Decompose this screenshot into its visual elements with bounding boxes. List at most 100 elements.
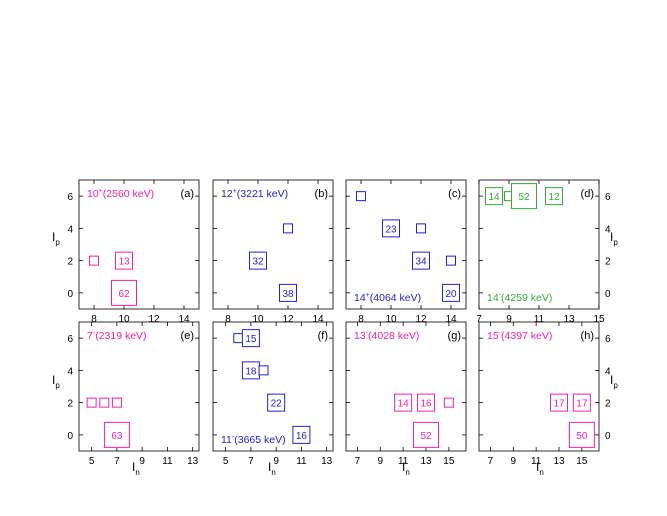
y-axis-title-left-top: Ip bbox=[52, 230, 60, 247]
state-label: 7-(2319 keV) bbox=[87, 330, 147, 342]
panel-label: (f) bbox=[318, 330, 328, 342]
data-point-label: 52 bbox=[518, 192, 530, 203]
data-point-box bbox=[417, 393, 435, 412]
x-tick-label: 10 bbox=[118, 314, 130, 325]
x-tick-label: 10 bbox=[252, 314, 264, 325]
y-tick-label: 2 bbox=[67, 399, 73, 410]
data-point-box bbox=[412, 251, 430, 270]
state-label: 13-(4028 keV) bbox=[354, 330, 419, 342]
state-label: 11-(3665 keV) bbox=[221, 434, 286, 446]
data-point-label: 17 bbox=[576, 399, 588, 410]
plot-frame bbox=[345, 179, 467, 310]
data-point-box bbox=[86, 397, 97, 408]
x-tick-label: 7 bbox=[248, 456, 254, 467]
x-tick-label: 9 bbox=[273, 456, 279, 467]
y-tick-label-right: 6 bbox=[605, 334, 611, 345]
x-tick-label: 11 bbox=[534, 314, 545, 325]
y-tick-label-right: 0 bbox=[605, 431, 611, 442]
x-tick-label: 14 bbox=[445, 314, 457, 325]
data-point-label: 14 bbox=[398, 399, 410, 410]
plot-frame bbox=[78, 321, 200, 452]
data-point-box bbox=[267, 393, 286, 412]
x-tick-label: 14 bbox=[312, 314, 324, 325]
data-point-label: 22 bbox=[271, 399, 283, 410]
plot-frame bbox=[478, 321, 600, 452]
state-label: 14-(4259 keV) bbox=[487, 292, 552, 304]
y-tick-label-right: 4 bbox=[605, 366, 611, 377]
x-tick-label: 15 bbox=[576, 456, 588, 467]
data-point-box bbox=[568, 421, 595, 448]
data-point-label: 34 bbox=[415, 257, 427, 268]
x-tick-label: 7 bbox=[488, 456, 494, 467]
data-point-label: 12 bbox=[548, 192, 560, 203]
y-tick-label: 6 bbox=[67, 334, 73, 345]
svg-text:Ip: Ip bbox=[52, 373, 60, 390]
svg-text:Ip: Ip bbox=[610, 230, 618, 247]
x-axis-title-4: In bbox=[536, 460, 544, 477]
x-tick-label: 12 bbox=[282, 314, 294, 325]
data-point-label: 16 bbox=[296, 431, 308, 442]
data-point-box bbox=[572, 393, 591, 412]
data-point-box bbox=[279, 283, 297, 302]
x-tick-label: 9 bbox=[378, 456, 384, 467]
x-tick-label: 8 bbox=[225, 314, 231, 325]
data-point-box bbox=[283, 223, 293, 234]
y-tick-label-right: 4 bbox=[605, 224, 611, 235]
data-point-box bbox=[356, 191, 366, 202]
data-point-label: 52 bbox=[420, 431, 432, 442]
plot-frame bbox=[212, 321, 334, 452]
data-point-box bbox=[89, 255, 99, 266]
y-tick-label: 0 bbox=[67, 431, 73, 442]
y-axis-title-right-bottom: Ip bbox=[610, 373, 618, 390]
state-label: 12+(3221 keV) bbox=[221, 188, 288, 200]
x-tick-label: 5 bbox=[223, 456, 229, 467]
plot-frame bbox=[345, 321, 467, 452]
y-tick-label-right: 2 bbox=[605, 399, 611, 410]
data-point-label: 13 bbox=[118, 257, 130, 268]
data-point-label: 14 bbox=[488, 192, 500, 203]
x-axis-title-3: In bbox=[402, 460, 410, 477]
svg-text:In: In bbox=[268, 460, 276, 477]
x-tick-label: 11 bbox=[398, 456, 409, 467]
x-axis-title-2: In bbox=[268, 460, 276, 477]
panel-label: (c) bbox=[448, 188, 461, 200]
state-label: 15-(4397 keV) bbox=[487, 330, 552, 342]
data-point-box bbox=[511, 183, 537, 210]
y-tick-label-right: 0 bbox=[605, 289, 611, 300]
x-tick-label: 15 bbox=[593, 314, 605, 325]
x-tick-label: 12 bbox=[415, 314, 427, 325]
x-tick-label: 9 bbox=[511, 456, 517, 467]
x-tick-label: 11 bbox=[296, 456, 307, 467]
state-label: 14+(4064 keV) bbox=[354, 292, 421, 304]
svg-text:In: In bbox=[132, 460, 140, 477]
y-axis-title-left-bottom: Ip bbox=[52, 373, 60, 390]
data-point-box bbox=[233, 333, 244, 344]
data-point-box bbox=[545, 187, 563, 206]
y-tick-label: 0 bbox=[67, 289, 73, 300]
data-point-box bbox=[446, 255, 456, 266]
svg-text:Ip: Ip bbox=[52, 230, 60, 247]
data-point-label: 18 bbox=[245, 366, 257, 377]
y-axis-title-right-top: Ip bbox=[610, 230, 618, 247]
data-point-box bbox=[111, 279, 137, 306]
panel-label: (g) bbox=[448, 330, 461, 342]
data-point-label: 38 bbox=[282, 289, 294, 300]
y-tick-label: 4 bbox=[67, 366, 73, 377]
x-axis-title-1: In bbox=[132, 460, 140, 477]
x-tick-label: 8 bbox=[91, 314, 97, 325]
x-tick-label: 13 bbox=[187, 456, 199, 467]
data-point-box bbox=[103, 421, 130, 448]
x-tick-label: 13 bbox=[321, 456, 333, 467]
data-point-box bbox=[413, 421, 439, 448]
x-tick-label: 9 bbox=[506, 314, 512, 325]
data-point-box bbox=[241, 329, 260, 348]
x-tick-label: 15 bbox=[443, 456, 455, 467]
